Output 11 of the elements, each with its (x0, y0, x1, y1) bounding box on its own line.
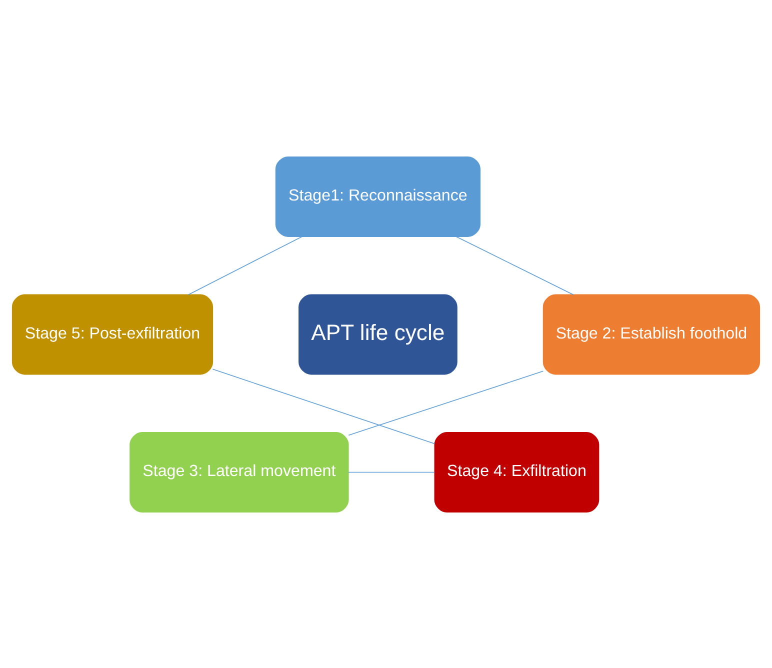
node-box: Stage 4: Exfiltration (434, 432, 600, 512)
connector (212, 368, 436, 444)
node-box: APT life cycle (298, 294, 458, 374)
node-box: Stage 2: Establish foothold (542, 294, 760, 374)
connector (188, 236, 303, 295)
node-box: Stage1: Reconnaissance (275, 156, 481, 236)
node-box: Stage 5: Post-exfiltration (12, 294, 214, 374)
connector (348, 471, 435, 472)
connector (456, 236, 574, 295)
node-box: Stage 3: Lateral movement (130, 432, 349, 512)
connector (348, 370, 544, 436)
